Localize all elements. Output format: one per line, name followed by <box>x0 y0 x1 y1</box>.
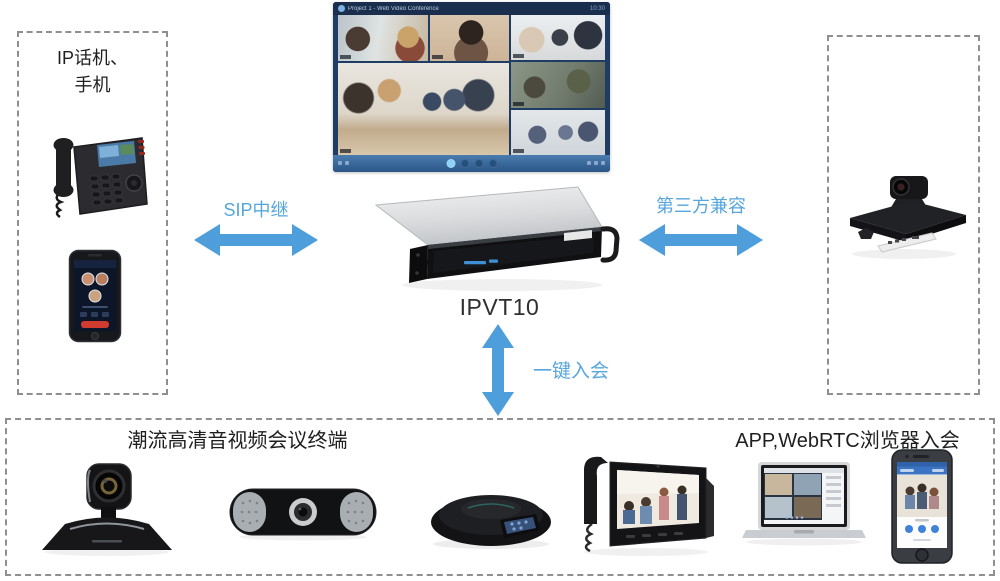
sip-trunk-label: SIP中继 <box>223 200 289 220</box>
bottom-group-box <box>5 418 995 576</box>
meeting-titlebar: Project 1 - Web Video Conference 10:30 <box>333 2 610 15</box>
ipvt10-server-image <box>374 186 620 291</box>
smartphone-app-image <box>891 449 953 564</box>
left-group-box <box>17 31 168 395</box>
hd-ptz-conference-camera-image <box>42 463 172 556</box>
control-bar-left-icons <box>338 161 349 165</box>
conference-monitor: Project 1 - Web Video Conference 10:30 <box>333 2 610 172</box>
layout-button-icon <box>488 159 497 168</box>
video-conference-soundbar-image <box>229 488 377 541</box>
ip-desk-phone-image <box>53 137 148 219</box>
video-tile <box>338 63 509 155</box>
right-group-box <box>827 35 980 395</box>
third-party-label: 第三方兼容 <box>656 196 746 216</box>
meeting-app-logo-icon <box>338 5 345 12</box>
video-tile <box>510 62 605 108</box>
one-click-join-arrow-icon <box>482 324 514 416</box>
video-tile <box>510 15 605 61</box>
app-webrtc-label: APP,WebRTC浏览器入会 <box>735 430 960 452</box>
terminals-label: 潮流高清音视频会议终端 <box>127 430 348 452</box>
android-video-phone-image <box>584 456 714 556</box>
video-tile-grid <box>338 15 605 155</box>
laptop-webrtc-browser-image <box>742 462 866 546</box>
video-tile <box>430 15 509 62</box>
mic-button-icon <box>446 159 455 168</box>
video-tile <box>510 109 605 155</box>
one-click-join-label: 一键入会 <box>533 361 610 382</box>
control-bar-center-icons <box>446 159 497 168</box>
sip-trunk-arrow-icon <box>194 224 318 256</box>
left-box-label: IP话机、 手机 <box>56 48 128 95</box>
mobile-phone-image <box>68 249 122 343</box>
video-tile <box>338 15 429 62</box>
conference-speakerphone-image <box>431 495 551 549</box>
share-button-icon <box>474 159 483 168</box>
meeting-control-bar <box>333 155 610 172</box>
third-party-video-endpoint-image <box>850 176 966 259</box>
control-bar-right-icons <box>587 161 605 165</box>
meeting-time: 10:30 <box>589 5 605 12</box>
third-party-arrow-icon <box>639 224 763 256</box>
camera-button-icon <box>460 159 469 168</box>
server-label: IPVT10 <box>459 294 540 320</box>
meeting-title: Project 1 - Web Video Conference <box>348 5 439 12</box>
